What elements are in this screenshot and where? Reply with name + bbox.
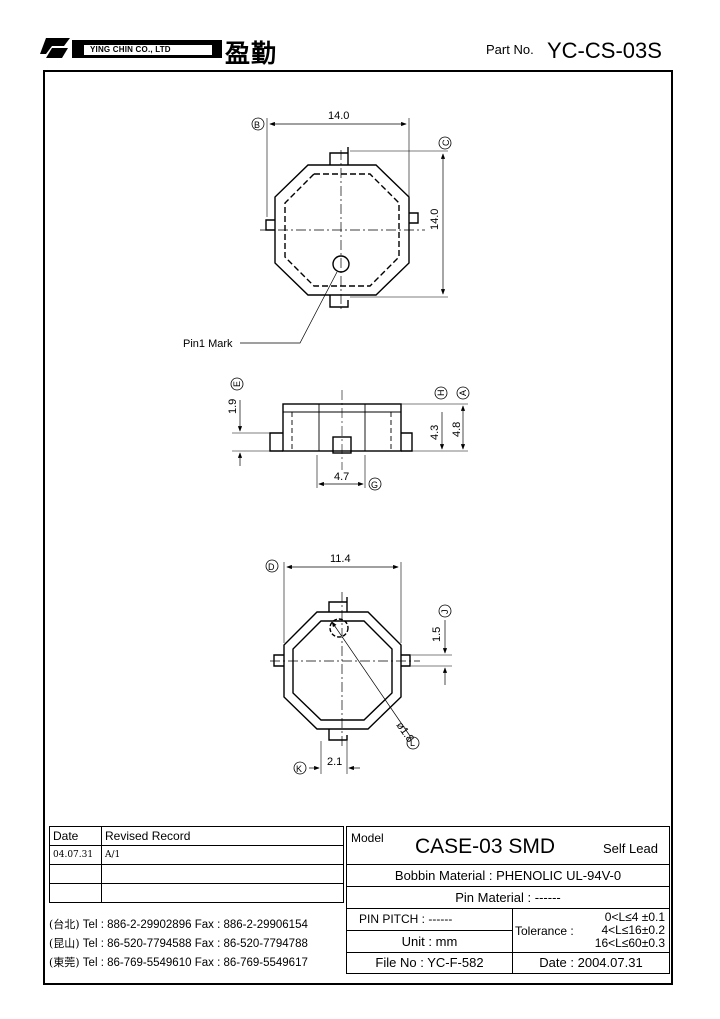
tolerance-values: 0<L≤4 ±0.1 4<L≤16±0.2 16<L≤60±0.3 <box>595 911 665 950</box>
bobbin-value: PHENOLIC UL-94V-0 <box>496 868 622 883</box>
contact-fax: Fax : 886-2-29906154 <box>194 919 308 931</box>
revision-record-cell <box>101 864 344 884</box>
revision-record-header: Revised Record <box>101 826 344 846</box>
date-value: 2004.07.31 <box>577 955 643 970</box>
contact-list: (台北) Tel : 886-2-29902896 Fax : 886-2-29… <box>49 915 344 972</box>
title-block-header: YING CHIN CO., LTD 盈勤 Part No. YC-CS-03S <box>0 0 720 72</box>
pin1-label: Pin1 Mark <box>183 338 233 350</box>
date-cell: Date : 2004.07.31 <box>513 953 669 973</box>
unit-value: mm <box>435 934 458 949</box>
dim-height: 14.0 <box>429 209 441 230</box>
pin-material-value: ------ <box>534 890 561 905</box>
unit-cell: Unit : mm <box>347 931 513 953</box>
label-d: D <box>268 562 275 572</box>
contact-tel: Tel : 86-520-7794588 <box>82 938 192 950</box>
label-g: G <box>371 480 378 490</box>
label-j: J <box>440 610 450 615</box>
label-e: E <box>232 381 242 387</box>
tolerance-row: 16<L≤60±0.3 <box>594 936 665 950</box>
tolerance-cell: Tolerance : 0<L≤4 ±0.1 4<L≤16±0.2 16<L≤6… <box>513 909 669 953</box>
file-no-value: YC-F-582 <box>427 955 484 970</box>
pin-material-row: Pin Material : ------ <box>347 887 669 909</box>
pin-material-label: Pin Material : <box>455 890 532 905</box>
revision-date-cell <box>49 883 102 903</box>
contact-row: (台北) Tel : 886-2-29902896 Fax : 886-2-29… <box>49 915 344 934</box>
pin-pitch-cell: PIN PITCH : ------ <box>347 909 513 931</box>
contact-row: (東莞) Tel : 86-769-5549610 Fax : 86-769-5… <box>49 953 344 972</box>
company-name-en: YING CHIN CO., LTD <box>90 45 171 54</box>
bottom-view-labels: 11.4 D 1.5 J ø1.8 L 2.1 K <box>268 553 450 774</box>
label-b: B <box>254 120 260 130</box>
label-k: K <box>296 764 302 774</box>
dim-d: 11.4 <box>330 553 351 565</box>
dim-h: 4.3 <box>429 425 441 440</box>
contact-row: (昆山) Tel : 86-520-7794588 Fax : 86-520-7… <box>49 934 344 953</box>
revision-date-cell <box>49 864 102 884</box>
unit-label: Unit : <box>401 934 433 949</box>
dim-width: 14.0 <box>328 110 349 122</box>
drawing-frame <box>43 70 673 985</box>
contact-region: (東莞) <box>49 956 80 969</box>
company-name-cn: 盈勤 <box>225 39 278 68</box>
dim-g: 4.7 <box>334 471 349 483</box>
top-view <box>240 117 452 344</box>
label-h: H <box>436 390 446 397</box>
top-view-labels: 14.0 14.0 B C Pin1 Mark <box>183 110 451 350</box>
dim-k: 2.1 <box>327 756 342 768</box>
dim-e: 1.9 <box>227 399 239 414</box>
model-name: CASE-03 SMD <box>415 835 556 858</box>
revision-date-header: Date <box>49 826 102 846</box>
tolerance-row: 0<L≤4 ±0.1 <box>604 910 665 924</box>
tolerance-row: 4<L≤16±0.2 <box>601 923 665 937</box>
label-a: A <box>458 390 468 396</box>
label-l: L <box>410 738 415 748</box>
revision-date-cell: 04.07.31 <box>49 845 102 865</box>
contact-region: (台北) <box>49 918 80 931</box>
part-number: YC-CS-03S <box>547 38 662 63</box>
file-no-label: File No : <box>375 955 424 970</box>
model-note: Self Lead <box>603 841 658 856</box>
technical-drawing: 14.0 14.0 B C Pin1 Mark 1.9 E <box>183 110 470 775</box>
spec-title-block: Model CASE-03 SMD Self Lead Bobbin Mater… <box>346 826 670 974</box>
contact-fax: Fax : 86-520-7794788 <box>194 938 308 950</box>
contact-tel: Tel : 86-769-5549610 <box>82 957 192 969</box>
model-label: Model <box>351 831 384 845</box>
revision-table: Date Revised Record 04.07.31 A/1 <box>49 826 344 903</box>
date-label: Date : <box>539 955 574 970</box>
bobbin-row: Bobbin Material : PHENOLIC UL-94V-0 <box>347 865 669 887</box>
dim-a: 4.8 <box>451 422 463 437</box>
side-view-labels: 1.9 E 4.3 H 4.8 A 4.7 G <box>227 381 468 490</box>
contact-fax: Fax : 86-769-5549617 <box>194 957 308 969</box>
model-row: Model CASE-03 SMD Self Lead <box>347 827 669 865</box>
tolerance-label: Tolerance : <box>515 924 574 938</box>
revision-record-cell: A/1 <box>101 845 344 865</box>
side-view <box>230 377 470 491</box>
dim-j: 1.5 <box>431 627 443 642</box>
bottom-view <box>265 559 452 775</box>
pin-pitch-label: PIN PITCH : <box>359 912 426 926</box>
label-c: C <box>441 139 451 146</box>
company-logo <box>40 38 222 58</box>
contact-region: (昆山) <box>49 937 80 950</box>
file-no-cell: File No : YC-F-582 <box>347 953 513 973</box>
bobbin-label: Bobbin Material : <box>394 868 493 883</box>
part-number-label: Part No. <box>486 42 534 57</box>
contact-tel: Tel : 886-2-29902896 <box>82 919 192 931</box>
revision-record-cell <box>101 883 344 903</box>
pin-pitch-value: ------ <box>428 912 453 926</box>
